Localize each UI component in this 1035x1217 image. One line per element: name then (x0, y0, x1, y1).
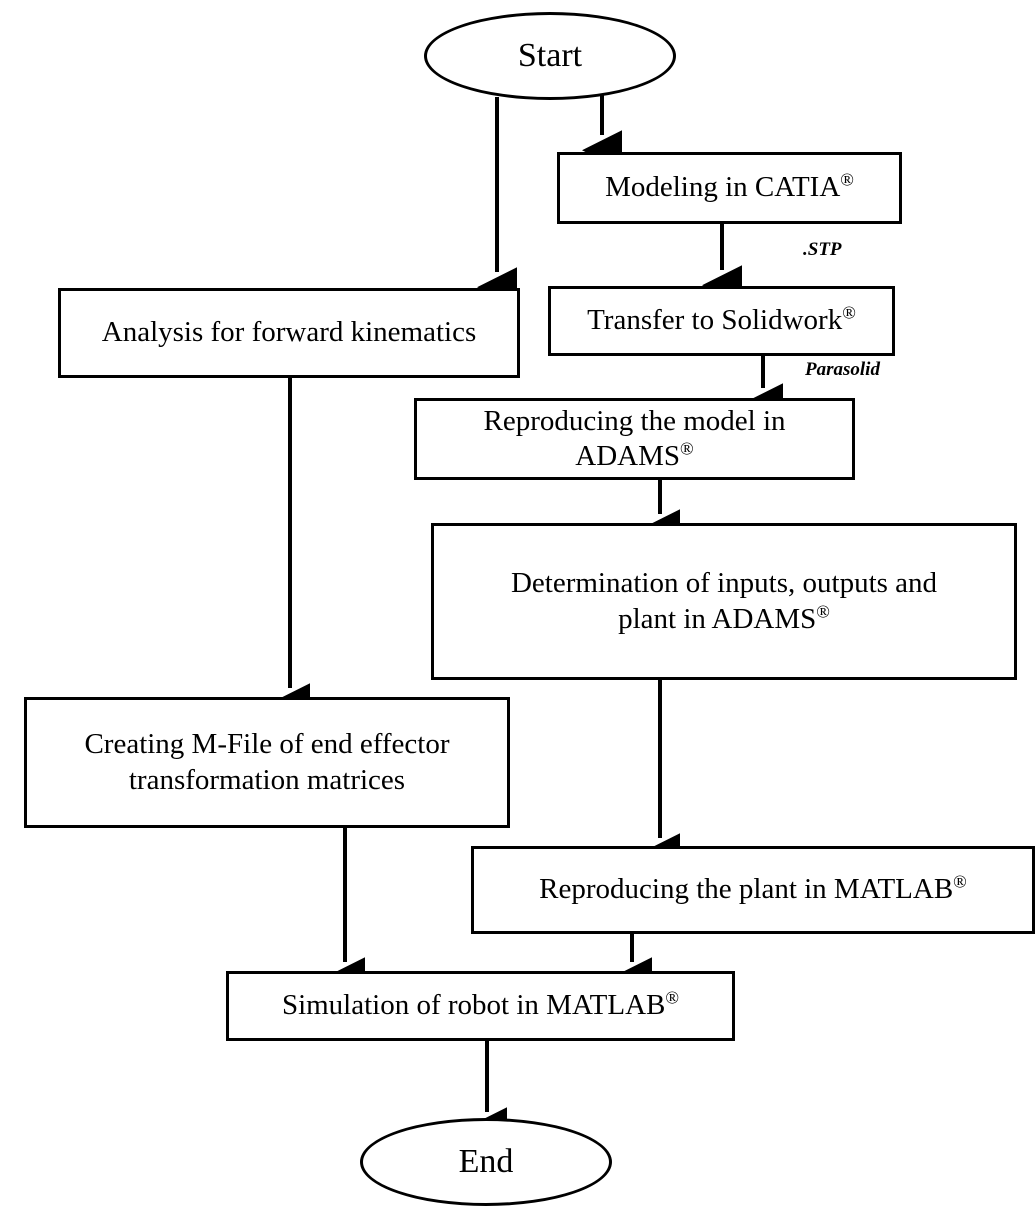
start-terminator-label: Start (517, 37, 583, 75)
simulation-of-robot-in-matlab-box[interactable]: Simulation of robot in MATLAB® (226, 971, 735, 1041)
reproducing-the-model-in-adams-label: Reproducing the model in ADAMS® (483, 404, 786, 472)
edge-label-stp: .STP (803, 239, 842, 260)
modeling-in-catia-box[interactable]: Modeling in CATIA® (557, 152, 902, 224)
start-terminator[interactable]: Start (424, 12, 676, 100)
end-terminator-label: End (458, 1143, 514, 1181)
reproducing-the-model-in-adams-box[interactable]: Reproducing the model in ADAMS® (414, 398, 855, 480)
analysis-for-forward-kinematics-label: Analysis for forward kinematics (101, 316, 477, 349)
transfer-to-solidwork-box[interactable]: Transfer to Solidwork® (548, 286, 895, 356)
edge-label-parasolid: Parasolid (805, 359, 880, 380)
reproducing-the-plant-in-matlab-label: Reproducing the plant in MATLAB® (539, 871, 967, 906)
end-terminator[interactable]: End (360, 1118, 612, 1206)
reproducing-the-plant-in-matlab-box[interactable]: Reproducing the plant in MATLAB® (471, 846, 1035, 934)
modeling-in-catia-label: Modeling in CATIA® (605, 169, 854, 204)
analysis-for-forward-kinematics-box[interactable]: Analysis for forward kinematics (58, 288, 520, 378)
simulation-of-robot-in-matlab-label: Simulation of robot in MATLAB® (281, 987, 680, 1022)
transfer-to-solidwork-label: Transfer to Solidwork® (587, 302, 856, 337)
